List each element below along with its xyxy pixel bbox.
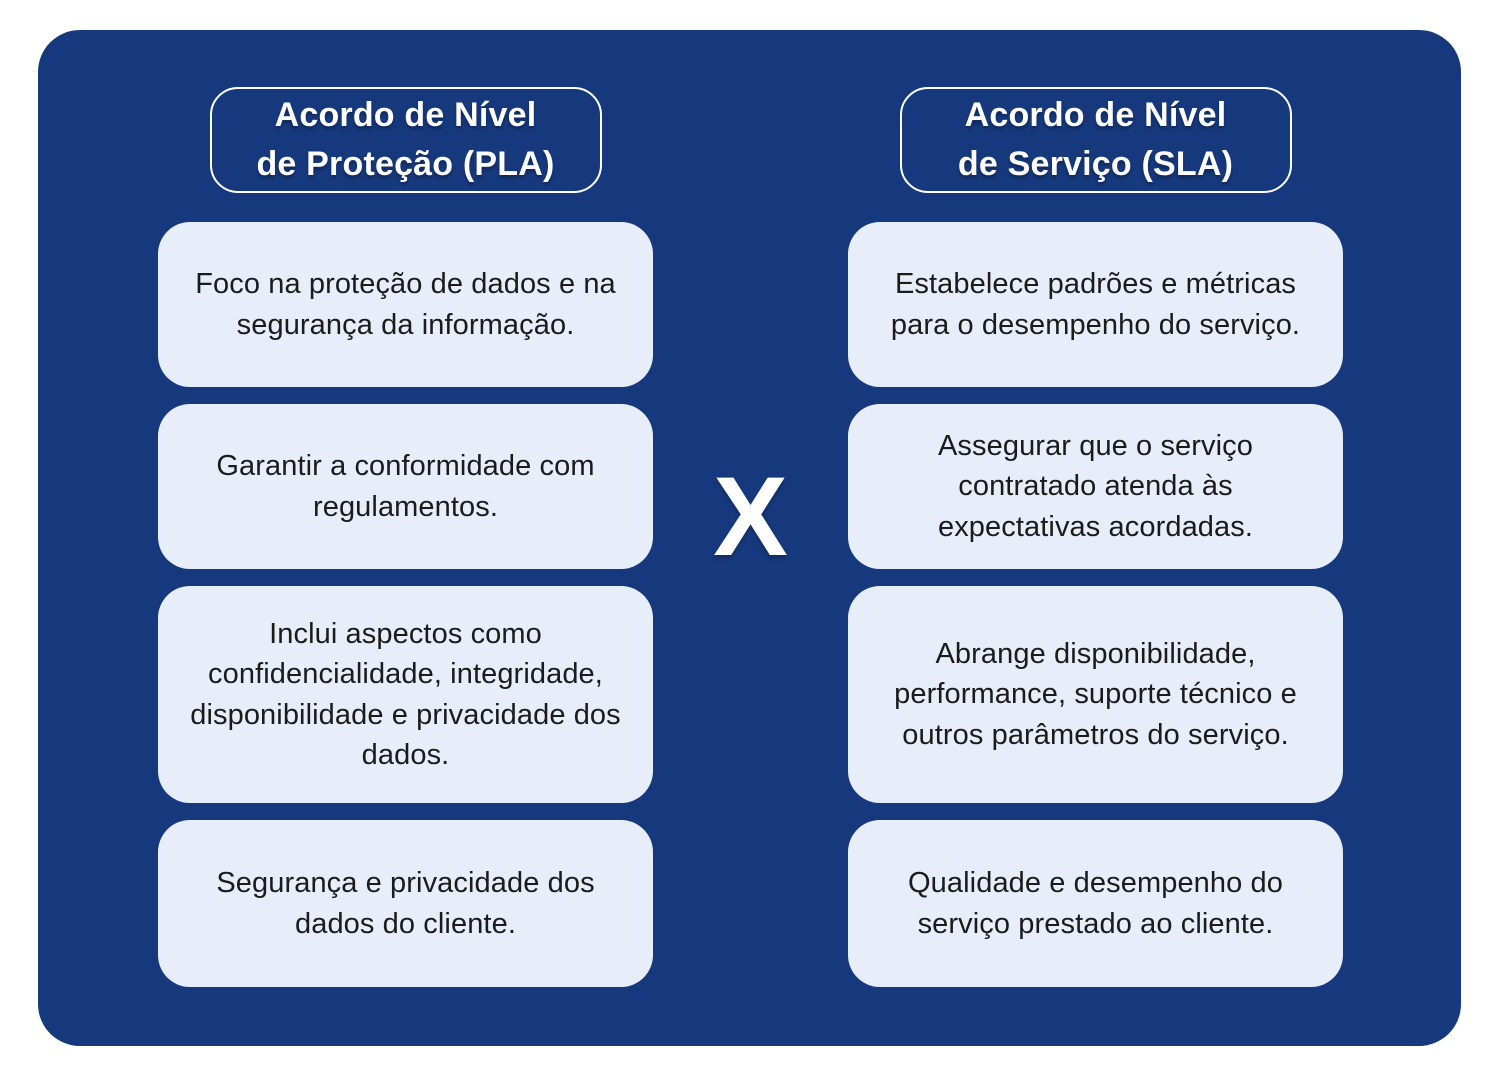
comparison-grid: Acordo de Nível de Proteção (PLA) Foco n… xyxy=(38,30,1461,987)
pla-column: Acordo de Nível de Proteção (PLA) Foco n… xyxy=(158,87,653,987)
sla-item-2: Assegurar que o serviço contratado atend… xyxy=(848,404,1343,569)
pla-item-1-text: Foco na proteção de dados e na segurança… xyxy=(195,268,616,341)
sla-item-3-text: Abrange disponibilidade, performance, su… xyxy=(894,638,1297,751)
versus-separator: X xyxy=(653,87,848,987)
pla-item-3: Inclui aspectos como confidencialidade, … xyxy=(158,586,653,803)
pla-item-2-text: Garantir a conformidade com regulamentos… xyxy=(216,450,595,523)
pla-item-1: Foco na proteção de dados e na segurança… xyxy=(158,222,653,387)
pla-item-4: Segurança e privacidade dos dados do cli… xyxy=(158,820,653,987)
sla-header-title: Acordo de Nível de Serviço (SLA) xyxy=(957,95,1234,183)
pla-header-pill: Acordo de Nível de Proteção (PLA) xyxy=(209,87,602,193)
sla-item-4: Qualidade e desempenho do serviço presta… xyxy=(848,820,1343,987)
pla-item-3-text: Inclui aspectos como confidencialidade, … xyxy=(190,618,621,771)
sla-item-4-text: Qualidade e desempenho do serviço presta… xyxy=(908,867,1283,940)
comparison-card: Acordo de Nível de Proteção (PLA) Foco n… xyxy=(38,30,1461,1046)
sla-item-3: Abrange disponibilidade, performance, su… xyxy=(848,586,1343,803)
sla-item-1: Estabelece padrões e métricas para o des… xyxy=(848,222,1343,387)
pla-header-title: Acordo de Nível de Proteção (PLA) xyxy=(256,95,555,183)
sla-item-1-text: Estabelece padrões e métricas para o des… xyxy=(890,268,1301,341)
sla-column: Acordo de Nível de Serviço (SLA) Estabel… xyxy=(848,87,1343,987)
sla-header-pill: Acordo de Nível de Serviço (SLA) xyxy=(899,87,1292,193)
pla-item-2: Garantir a conformidade com regulamentos… xyxy=(158,404,653,569)
sla-item-2-text: Assegurar que o serviço contratado atend… xyxy=(937,430,1254,543)
pla-item-4-text: Segurança e privacidade dos dados do cli… xyxy=(216,867,595,940)
versus-x-mark: X xyxy=(713,454,788,579)
